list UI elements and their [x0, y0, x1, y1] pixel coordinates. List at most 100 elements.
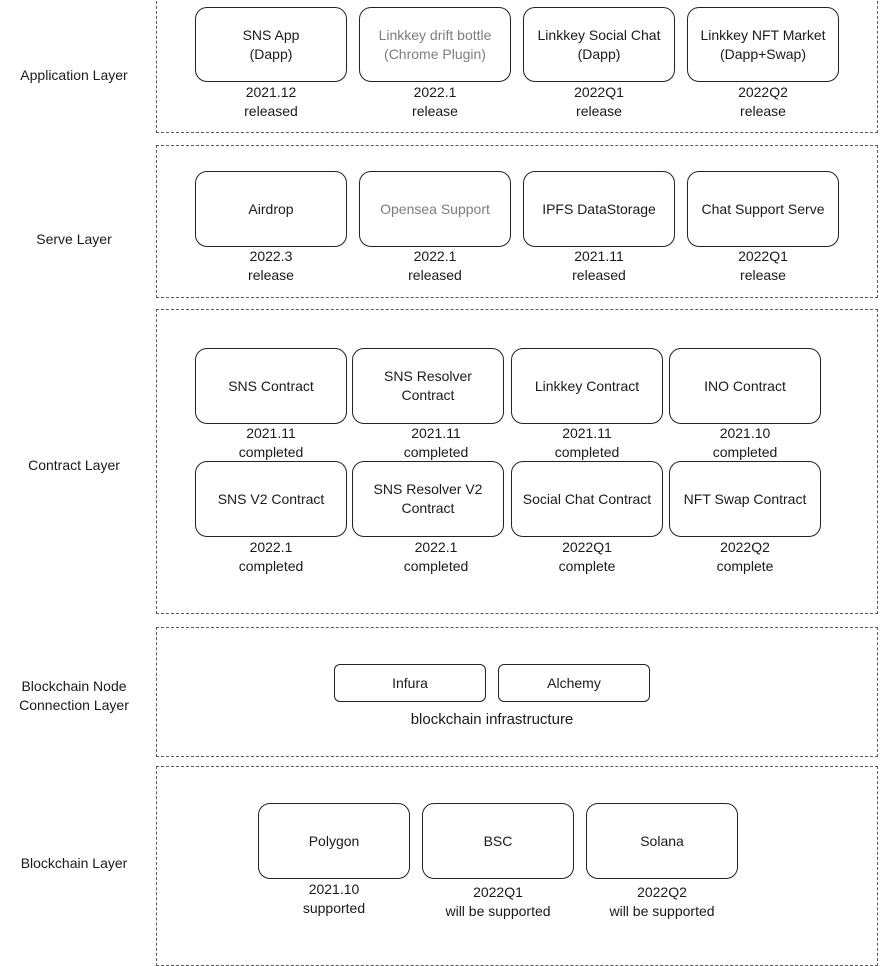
chat-support-serve-node: Chat Support Serve — [687, 171, 839, 247]
node-label: NFT Swap Contract — [683, 490, 807, 507]
release-status: completed — [238, 558, 304, 574]
social-chat-dapp-node: Linkkey Social Chat (Dapp) — [523, 7, 675, 82]
node-label: Alchemy — [547, 674, 601, 691]
bsc-caption: 2022Q1 will be supported — [422, 883, 574, 921]
polygon-node: Polygon — [258, 803, 410, 879]
node-label: SNS Resolver Contract — [384, 368, 472, 403]
release-status: released — [244, 103, 298, 119]
ipfs-datastorage-caption: 2021.11 released — [523, 247, 675, 285]
release-date: 2022Q1 — [738, 248, 788, 264]
release-status: release — [740, 267, 786, 283]
node-label: Infura — [392, 674, 428, 691]
sns-resolver-v2-contract-node: SNS Resolver V2 Contract — [352, 461, 504, 537]
contract-layer-label: Contract Layer — [28, 457, 120, 473]
release-status: release — [576, 103, 622, 119]
node-label: Linkkey Social Chat (Dapp) — [537, 26, 661, 62]
release-status: release — [412, 103, 458, 119]
node-label: BSC — [483, 832, 513, 849]
ino-contract-caption: 2021.10 completed — [669, 424, 821, 462]
nft-market-node: Linkkey NFT Market (Dapp+Swap) — [687, 7, 839, 82]
ipfs-datastorage-node: IPFS DataStorage — [523, 171, 675, 247]
polygon-caption: 2021.10 supported — [258, 880, 410, 918]
bsc-node: BSC — [422, 803, 574, 879]
node-connection-layer-label: Blockchain Node Connection Layer — [19, 678, 129, 713]
release-date: 2021.12 — [245, 84, 297, 100]
sns-resolver-contract-node: SNS Resolver Contract — [352, 348, 504, 424]
social-chat-dapp-caption: 2022Q1 release — [523, 83, 675, 121]
node-label: Airdrop — [248, 200, 294, 217]
node-label: SNS Contract — [228, 377, 314, 394]
social-chat-contract-node: Social Chat Contract — [511, 461, 663, 537]
release-date: 2022.1 — [414, 539, 458, 555]
opensea-support-caption: 2022.1 released — [359, 247, 511, 285]
release-date: 2021.11 — [574, 248, 624, 264]
infura-node: Infura — [334, 664, 486, 702]
sns-v2-contract-caption: 2022.1 completed — [195, 538, 347, 576]
linkkey-contract-node: Linkkey Contract — [511, 348, 663, 424]
linkkey-contract-caption: 2021.11 completed — [511, 424, 663, 462]
airdrop-node: Airdrop — [195, 171, 347, 247]
release-status: completed — [554, 444, 620, 460]
chat-support-serve-caption: 2022Q1 release — [687, 247, 839, 285]
node-label: Linkkey drift bottle (Chrome Plugin) — [378, 26, 492, 62]
node-label: Social Chat Contract — [522, 490, 652, 507]
application-layer-box — [156, 0, 878, 133]
node-label: Polygon — [308, 832, 360, 849]
support-status: will be supported — [609, 903, 715, 919]
release-status: complete — [558, 558, 616, 574]
release-date: 2022.3 — [249, 248, 293, 264]
alchemy-node: Alchemy — [498, 664, 650, 702]
node-label: Solana — [640, 832, 684, 849]
release-date: 2021.11 — [562, 425, 612, 441]
drift-bottle-node: Linkkey drift bottle (Chrome Plugin) — [359, 7, 511, 82]
nft-swap-contract-node: NFT Swap Contract — [669, 461, 821, 537]
release-status: completed — [238, 444, 304, 460]
support-date: 2022Q1 — [473, 884, 523, 900]
blockchain-layer-label: Blockchain Layer — [20, 855, 128, 871]
nft-market-caption: 2022Q2 release — [687, 83, 839, 121]
node-label: IPFS DataStorage — [542, 200, 656, 217]
node-label: SNS V2 Contract — [217, 490, 325, 507]
release-status: completed — [403, 558, 469, 574]
node-label: Opensea Support — [380, 200, 490, 217]
release-status: completed — [712, 444, 778, 460]
support-date: 2022Q2 — [637, 884, 687, 900]
release-status: release — [740, 103, 786, 119]
node-label: SNS App (Dapp) — [242, 26, 300, 62]
nft-swap-contract-caption: 2022Q2 complete — [669, 538, 821, 576]
airdrop-caption: 2022.3 release — [195, 247, 347, 285]
release-status: released — [408, 267, 462, 283]
drift-bottle-caption: 2022.1 release — [359, 83, 511, 121]
node-label: Linkkey Contract — [534, 377, 640, 394]
release-date: 2021.11 — [411, 425, 461, 441]
release-date: 2022Q1 — [574, 84, 624, 100]
support-status: supported — [302, 900, 366, 916]
release-status: release — [248, 267, 294, 283]
serve-layer-label: Serve Layer — [36, 231, 112, 247]
release-status: completed — [403, 444, 469, 460]
node-label: SNS Resolver V2 Contract — [373, 481, 483, 516]
support-date: 2021.10 — [308, 881, 360, 897]
release-status: released — [572, 267, 626, 283]
support-status: will be supported — [445, 903, 551, 919]
release-date: 2021.11 — [246, 425, 296, 441]
node-connection-layer-box — [156, 627, 878, 757]
sns-contract-caption: 2021.11 completed — [195, 424, 347, 462]
release-date: 2022Q1 — [562, 539, 612, 555]
node-label: Linkkey NFT Market (Dapp+Swap) — [700, 26, 826, 62]
sns-resolver-contract-caption: 2021.11 completed — [360, 424, 512, 462]
sns-contract-node: SNS Contract — [195, 348, 347, 424]
solana-caption: 2022Q2 will be supported — [586, 883, 738, 921]
release-date: 2022Q2 — [738, 84, 788, 100]
release-date: 2022.1 — [413, 84, 457, 100]
contract-layer-box — [156, 309, 878, 614]
social-chat-contract-caption: 2022Q1 complete — [511, 538, 663, 576]
sns-app-node: SNS App (Dapp) — [195, 7, 347, 82]
solana-node: Solana — [586, 803, 738, 879]
infrastructure-caption: blockchain infrastructure — [410, 711, 574, 728]
release-status: complete — [716, 558, 774, 574]
node-label: Chat Support Serve — [701, 200, 825, 217]
release-date: 2022.1 — [413, 248, 457, 264]
node-label: INO Contract — [704, 377, 786, 394]
sns-app-caption: 2021.12 released — [195, 83, 347, 121]
